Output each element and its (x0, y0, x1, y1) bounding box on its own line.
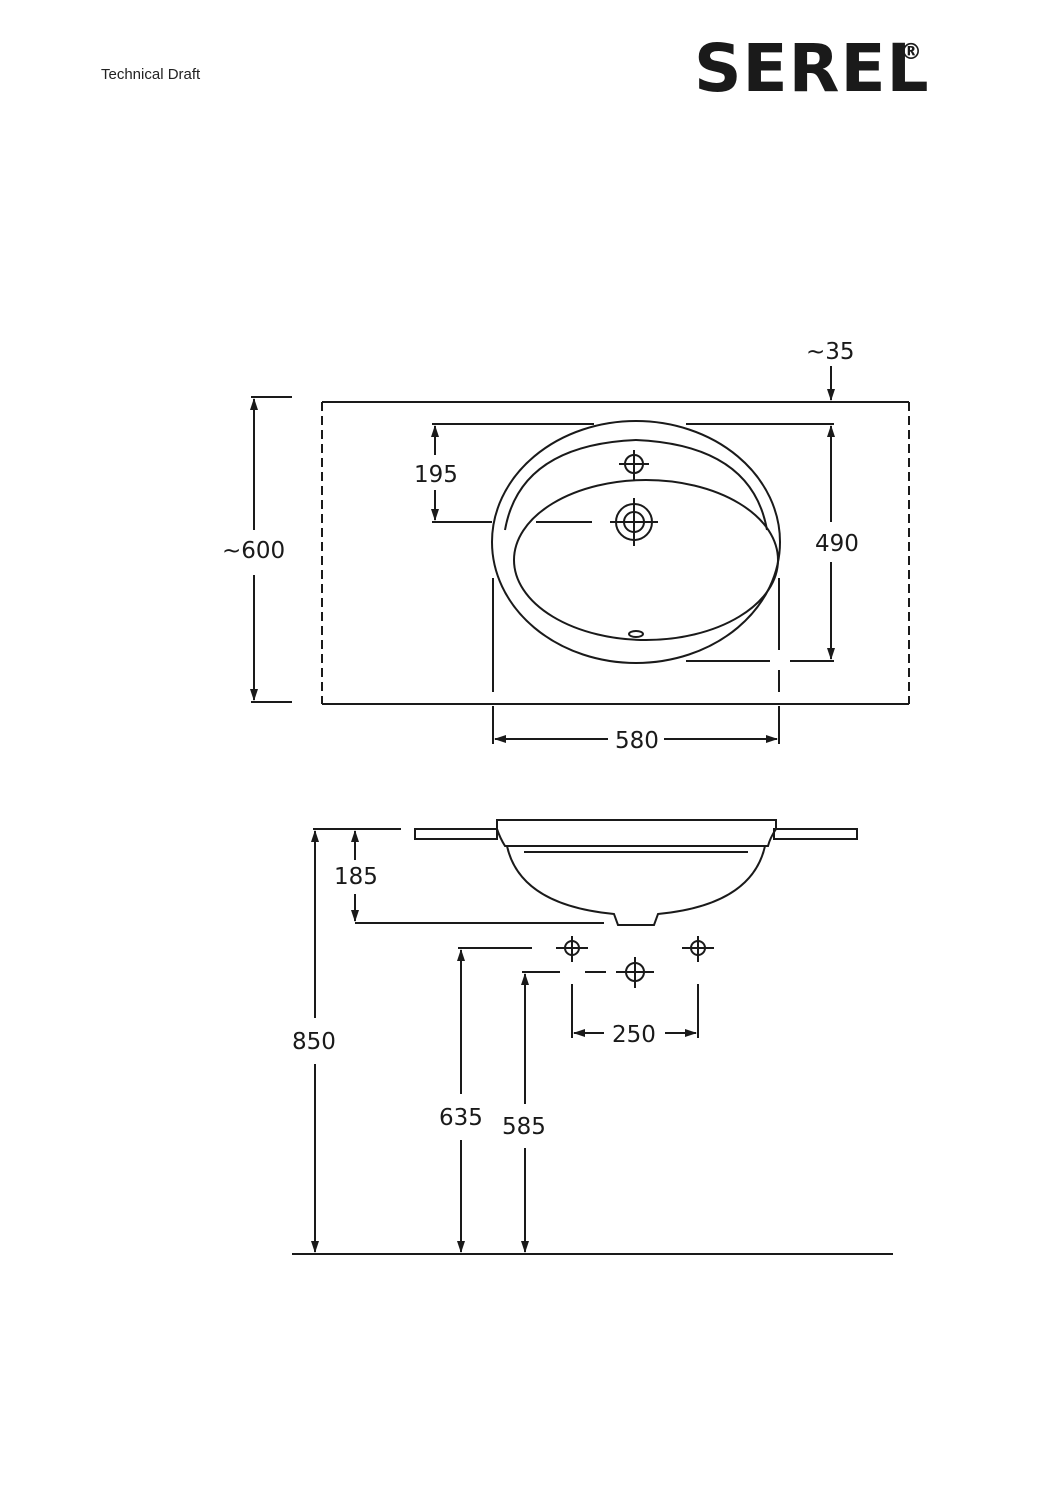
dim-supply-height: 635 (439, 1105, 483, 1131)
dim-faucet-offset: 195 (414, 462, 458, 488)
basin-rim-profile (496, 819, 777, 847)
basin-outer-rim (491, 420, 781, 664)
dim-total-height: 850 (292, 1029, 336, 1055)
dim-drain-height: 585 (502, 1114, 546, 1140)
counter-slab-left (414, 828, 498, 840)
top-view-labels: ~35 195 ~600 490 580 (222, 339, 859, 754)
top-view (250, 366, 910, 744)
dim-overhang: ~35 (806, 339, 855, 365)
registered-mark: ® (900, 40, 922, 65)
side-view (292, 819, 893, 1255)
basin-rim-lip (504, 438, 768, 531)
basin-inner-bowl (513, 479, 779, 641)
basin-bowl-profile (506, 845, 766, 926)
dim-depth-total: ~600 (222, 538, 285, 564)
document-label: Technical Draft (101, 66, 201, 83)
brand-logo: SEREL (694, 30, 930, 107)
dim-bowl-height: 185 (334, 864, 378, 890)
dim-bowl-width: 580 (615, 728, 659, 754)
dim-supply-spacing: 250 (612, 1022, 656, 1048)
dim-bowl-depth: 490 (815, 531, 859, 557)
side-view-labels: 185 850 635 585 250 (292, 864, 656, 1140)
drain-hole (628, 630, 644, 638)
counter-slab-right (773, 828, 858, 840)
